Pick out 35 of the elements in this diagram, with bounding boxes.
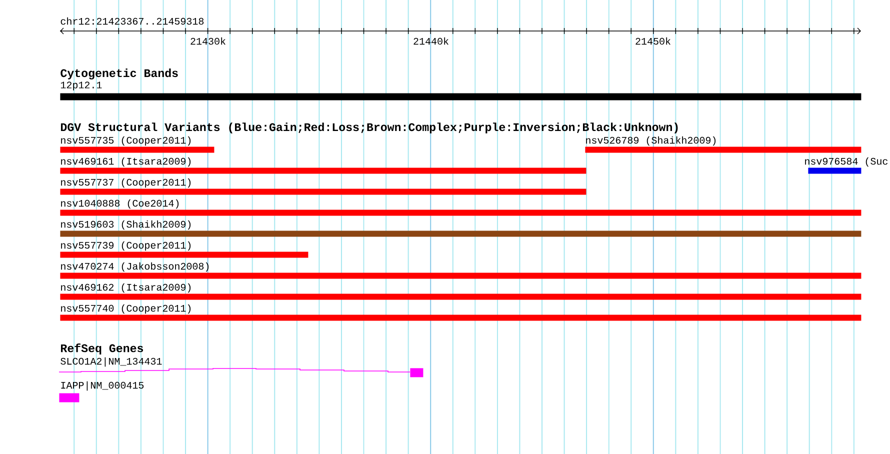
track-heading: DGV Structural Variants (Blue:Gain;Red:Loss;Brown:Complex;Purple:Inversion;Black:Unknown) <box>60 122 678 134</box>
node-label: nsv519603 (Shaikh2009) <box>61 220 191 230</box>
node-label: nsv976584 (Suc <box>805 157 888 167</box>
node-label: nsv557739 (Cooper2011) <box>61 241 191 251</box>
track-heading: Cytogenetic Bands <box>60 68 178 80</box>
variant-bar: nsv557737 (Cooper2011) <box>60 178 586 195</box>
tick-label: 21430k <box>190 37 226 45</box>
variant-bar: nsv557739 (Cooper2011) <box>60 241 308 258</box>
node-label: nsv526789 (Shaikh2009) <box>586 136 716 146</box>
variant-bar: nsv469162 (Itsara2009) <box>60 283 862 300</box>
gene-model: IAPP|NM_000415 <box>59 381 144 402</box>
variant-bar: nsv976584 (Suc <box>805 157 888 174</box>
variant-bar: nsv557735 (Cooper2011) <box>60 136 214 153</box>
node-label: nsv557737 (Cooper2011) <box>61 178 191 188</box>
track-heading: RefSeq Genes <box>61 344 144 354</box>
gene-model: SLCO1A2|NM_134431 <box>58 357 424 378</box>
node-label: nsv1040888 (Coe2014) <box>61 199 179 209</box>
variant-bar: nsv519603 (Shaikh2009) <box>60 220 862 237</box>
variant-bar: nsv526789 (Shaikh2009) <box>585 136 862 153</box>
node-label: IAPP|NM_000415 <box>61 381 144 391</box>
node-label: nsv470274 (Jakobsson2008) <box>61 262 209 272</box>
node-label: nsv469161 (Itsara2009) <box>61 157 191 167</box>
coord-label: chr12:21423367..21459318 <box>60 17 204 25</box>
variant-bar: nsv470274 (Jakobsson2008) <box>60 262 862 279</box>
node-label: SLCO1A2|NM_134431 <box>60 357 162 367</box>
variant-bar: nsv1040888 (Coe2014) <box>60 199 862 216</box>
tick-label: 21450k <box>636 37 670 45</box>
tick-label: 21440k <box>414 37 448 45</box>
variant-bar: nsv557740 (Cooper2011) <box>60 304 862 321</box>
node-label: 12p12.1 <box>60 82 102 90</box>
node-label: nsv557740 (Cooper2011) <box>61 304 191 314</box>
cytoband-bar: 12p12.1 <box>60 82 862 100</box>
variant-bar: nsv469161 (Itsara2009) <box>60 157 586 174</box>
node-label: nsv557735 (Cooper2011) <box>61 136 191 146</box>
node-label: nsv469162 (Itsara2009) <box>61 283 191 293</box>
